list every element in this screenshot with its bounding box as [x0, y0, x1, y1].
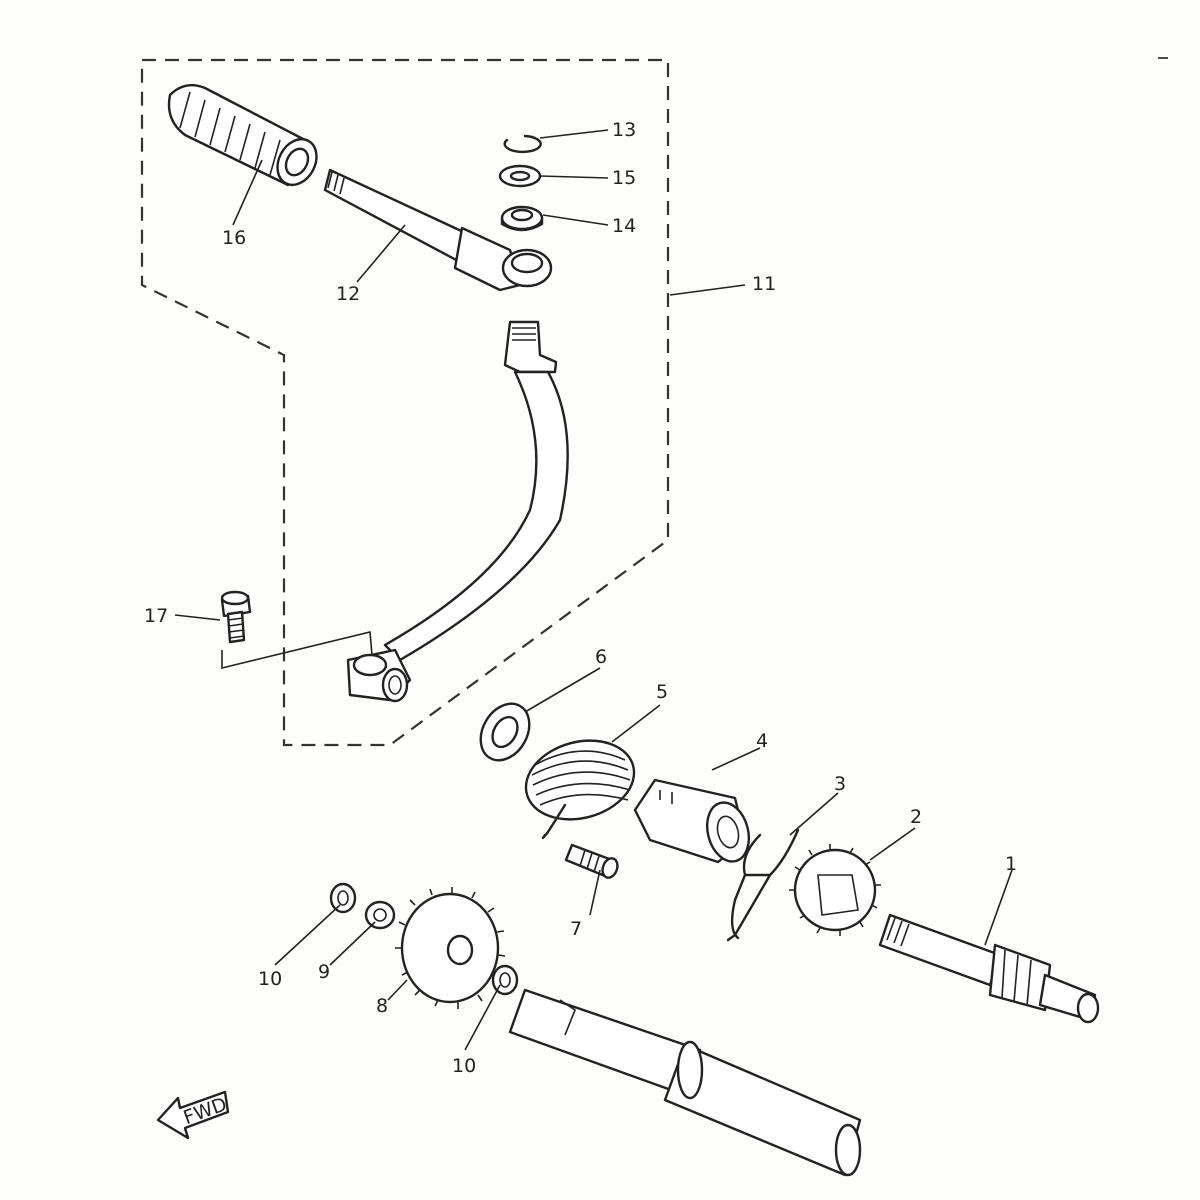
callout-10-left: 10: [258, 968, 282, 990]
washer-part: [498, 164, 542, 188]
callout-12: 12: [336, 283, 360, 305]
callout-10-right: 10: [452, 1055, 476, 1077]
callout-3: 3: [834, 773, 846, 795]
callout-2: 2: [910, 806, 922, 828]
assembly-boundary: [140, 58, 670, 747]
main-axle-part: [508, 988, 862, 1177]
callout-1: 1: [1005, 853, 1017, 875]
callout-16: 16: [222, 227, 246, 249]
kick-crank-part: [346, 320, 569, 703]
idle-washer-part: [364, 900, 396, 930]
bolt-guide-line: [221, 631, 373, 670]
spring-pin-part: [564, 843, 619, 879]
kick-lever-arm: [323, 168, 553, 292]
callout-5: 5: [656, 681, 668, 703]
callout-14: 14: [612, 215, 636, 237]
leader-lines: [174, 129, 1013, 1051]
circlip-part: [503, 134, 542, 154]
callout-11: 11: [752, 273, 776, 295]
callout-17: 17: [144, 605, 168, 627]
callout-6: 6: [595, 646, 607, 668]
callout-15: 15: [612, 167, 636, 189]
bushing-part: [500, 205, 544, 232]
circlip-left-part: [329, 882, 357, 914]
callout-9: 9: [318, 961, 330, 983]
bolt-part: [220, 590, 252, 644]
grip-part: [167, 84, 318, 187]
callout-13: 13: [612, 119, 636, 141]
callout-7: 7: [570, 918, 582, 940]
callout-8: 8: [376, 995, 388, 1017]
idle-gear-part: [395, 887, 506, 1009]
kick-shaft-part: [878, 913, 1100, 1024]
fwd-label: FWD: [181, 1093, 230, 1129]
fwd-arrow-icon: FWD: [156, 1090, 230, 1140]
kick-gear-part: [789, 844, 881, 936]
torsion-spring-part: [524, 739, 636, 840]
ratchet-part: [633, 778, 751, 864]
oil-seal-part: [479, 702, 531, 762]
ratchet-clip-part: [726, 828, 800, 942]
callout-4: 4: [756, 730, 768, 752]
